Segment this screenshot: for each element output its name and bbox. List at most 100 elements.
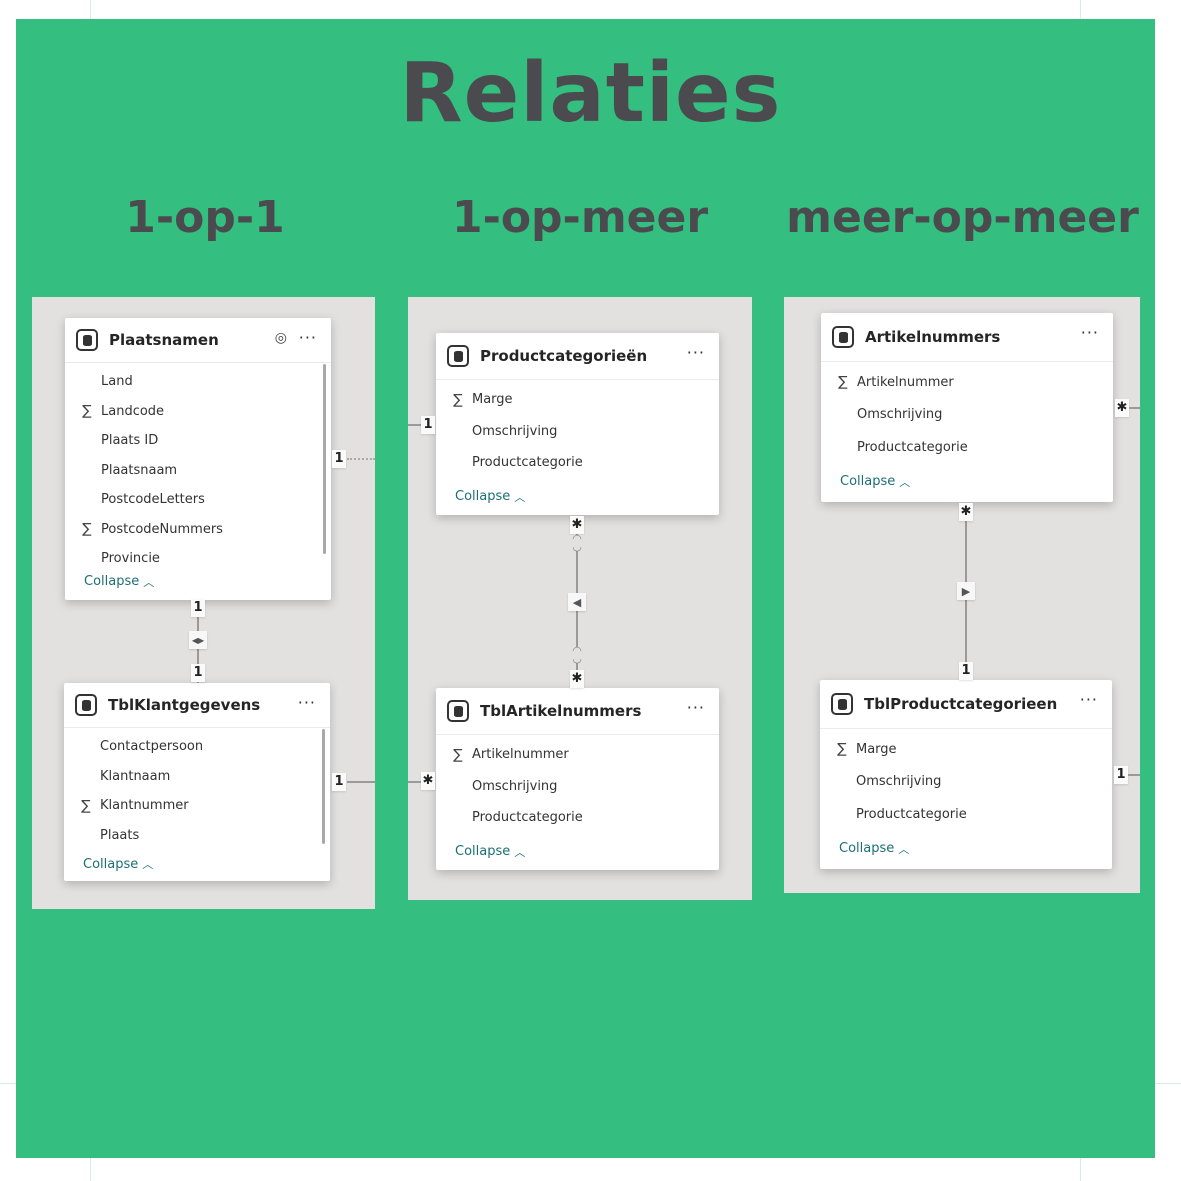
guide-line xyxy=(1080,0,1081,19)
collapse-label: Collapse xyxy=(83,856,139,872)
relationship-line[interactable] xyxy=(347,781,375,783)
collapse-button[interactable]: Collapse︿ xyxy=(821,474,1113,490)
field-row[interactable]: ∑ Klantnummer xyxy=(64,791,330,821)
field-row[interactable]: ∑ Marge xyxy=(820,733,1112,766)
field-row[interactable]: Plaatsnaam xyxy=(65,456,331,486)
field-label: Productcategorie xyxy=(857,439,968,455)
field-row[interactable]: Omschrijving xyxy=(820,766,1112,799)
field-label: Marge xyxy=(472,392,513,408)
table-card-plaatsnamen[interactable]: Plaatsnamen ◎ ··· Land ∑Landcode Plaats … xyxy=(65,318,331,600)
field-label: Plaats xyxy=(100,827,140,843)
field-row[interactable]: ∑Landcode xyxy=(65,397,331,427)
relationship-line[interactable] xyxy=(1128,774,1140,776)
field-row[interactable]: Productcategorie xyxy=(820,798,1112,831)
cardinality-many: ✱ xyxy=(421,772,435,790)
field-row[interactable]: ∑ Artikelnummer xyxy=(436,739,719,771)
more-options-icon[interactable]: ··· xyxy=(298,328,317,347)
panel-1-op-meer: Productcategorieën ··· ∑ Marge Omschrijvi… xyxy=(408,297,752,900)
field-row[interactable]: ∑PostcodeNummers xyxy=(65,515,331,545)
scrollbar[interactable] xyxy=(323,364,326,554)
guide-line xyxy=(0,1083,16,1084)
table-card-tblartikelnummers[interactable]: TblArtikelnummers ··· ∑ Artikelnummer Oms… xyxy=(436,688,719,870)
field-row[interactable]: Klantnaam xyxy=(64,762,330,792)
relationship-line[interactable] xyxy=(408,424,421,426)
table-card-tblklantgegevens[interactable]: TblKlantgegevens ··· Contactpersoon Klan… xyxy=(64,683,330,881)
sum-icon: ∑ xyxy=(81,797,91,814)
sum-icon: ∑ xyxy=(453,391,463,408)
field-row[interactable]: Productcategorie xyxy=(821,431,1113,464)
collapse-button[interactable]: Collapse︿ xyxy=(65,574,331,590)
more-options-icon[interactable]: ··· xyxy=(1080,323,1099,342)
table-name: TblProductcategorieen xyxy=(864,695,1058,713)
relationship-line[interactable] xyxy=(1129,407,1140,409)
field-row[interactable]: Provincie xyxy=(65,544,331,574)
field-row[interactable]: Omschrijving xyxy=(821,399,1113,432)
scrollbar[interactable] xyxy=(322,729,325,844)
field-label: Marge xyxy=(856,741,897,757)
sum-icon: ∑ xyxy=(837,741,847,758)
database-icon xyxy=(447,700,469,722)
bidirectional-filter-icon[interactable]: ◀▶ xyxy=(189,631,207,649)
cross-filter-arc-icon: ◠◡ xyxy=(570,645,584,664)
relationship-line[interactable] xyxy=(408,781,421,783)
field-row[interactable]: Land xyxy=(65,367,331,397)
field-row[interactable]: Contactpersoon xyxy=(64,732,330,762)
guide-line xyxy=(90,1158,91,1181)
cardinality-one: 1 xyxy=(191,599,205,617)
field-row[interactable]: Plaats ID xyxy=(65,426,331,456)
more-options-icon[interactable]: ··· xyxy=(686,698,705,717)
field-label: Omschrijving xyxy=(472,423,558,439)
field-row[interactable]: Omschrijving xyxy=(436,416,719,448)
table-header: Artikelnummers ··· xyxy=(821,313,1113,362)
collapse-label: Collapse xyxy=(455,844,511,859)
collapse-button[interactable]: Collapse︿ xyxy=(436,489,719,505)
field-label: Productcategorie xyxy=(856,806,967,822)
field-label: Omschrijving xyxy=(856,774,942,790)
table-card-artikelnummers[interactable]: Artikelnummers ··· ∑Artikelnummer Omschr… xyxy=(821,313,1113,502)
table-header: TblProductcategorieen ··· xyxy=(820,680,1112,729)
relationship-line-inactive[interactable] xyxy=(347,458,375,460)
collapse-button[interactable]: Collapse︿ xyxy=(820,841,1112,857)
database-icon xyxy=(76,329,98,351)
field-row[interactable]: PostcodeLetters xyxy=(65,485,331,515)
table-name: Productcategorieën xyxy=(480,347,648,365)
field-row[interactable]: Plaats xyxy=(64,821,330,851)
cardinality-many: ✱ xyxy=(1115,399,1129,417)
chevron-up-icon: ︿ xyxy=(898,842,910,856)
field-label: Klantnaam xyxy=(100,768,171,784)
field-label: Klantnummer xyxy=(100,798,189,814)
database-icon xyxy=(447,345,469,367)
chevron-up-icon: ︿ xyxy=(143,575,155,589)
field-row[interactable]: ∑ Marge xyxy=(436,384,719,416)
eye-icon[interactable]: ◎ xyxy=(274,330,287,346)
cardinality-one: 1 xyxy=(959,662,973,680)
more-options-icon[interactable]: ··· xyxy=(297,693,316,712)
table-card-productcategorieen[interactable]: Productcategorieën ··· ∑ Marge Omschrijvi… xyxy=(436,333,719,515)
filter-direction-left-icon[interactable]: ◀ xyxy=(568,593,586,611)
collapse-button[interactable]: Collapse︿ xyxy=(64,856,330,872)
guide-line xyxy=(1080,1158,1081,1181)
field-row[interactable]: Productcategorie xyxy=(436,802,719,834)
panel-1-op-1: Plaatsnamen ◎ ··· Land ∑Landcode Plaats … xyxy=(32,297,375,909)
table-name: TblKlantgegevens xyxy=(108,696,261,714)
table-header: TblArtikelnummers ··· xyxy=(436,688,719,735)
table-header: Productcategorieën ··· xyxy=(436,333,719,380)
filter-direction-right-icon[interactable]: ▶ xyxy=(957,582,975,600)
cardinality-one: 1 xyxy=(191,664,205,682)
sum-icon: ∑ xyxy=(453,746,463,763)
collapse-button[interactable]: Collapse︿ xyxy=(436,844,719,860)
field-row[interactable]: ∑Artikelnummer xyxy=(821,366,1113,399)
collapse-label: Collapse xyxy=(455,489,511,504)
table-card-tblproductcategorieen[interactable]: TblProductcategorieen ··· ∑ Marge Omschri… xyxy=(820,680,1112,869)
field-label: Artikelnummer xyxy=(857,374,954,390)
field-label: Artikelnummer xyxy=(472,747,569,763)
guide-line xyxy=(90,0,91,19)
more-options-icon[interactable]: ··· xyxy=(686,343,705,362)
collapse-label: Collapse xyxy=(84,574,140,589)
more-options-icon[interactable]: ··· xyxy=(1079,690,1098,709)
field-label: Contactpersoon xyxy=(100,739,204,755)
field-row[interactable]: Omschrijving xyxy=(436,771,719,803)
field-label: Landcode xyxy=(101,403,165,419)
cardinality-one: 1 xyxy=(332,450,346,468)
field-row[interactable]: Productcategorie xyxy=(436,447,719,479)
